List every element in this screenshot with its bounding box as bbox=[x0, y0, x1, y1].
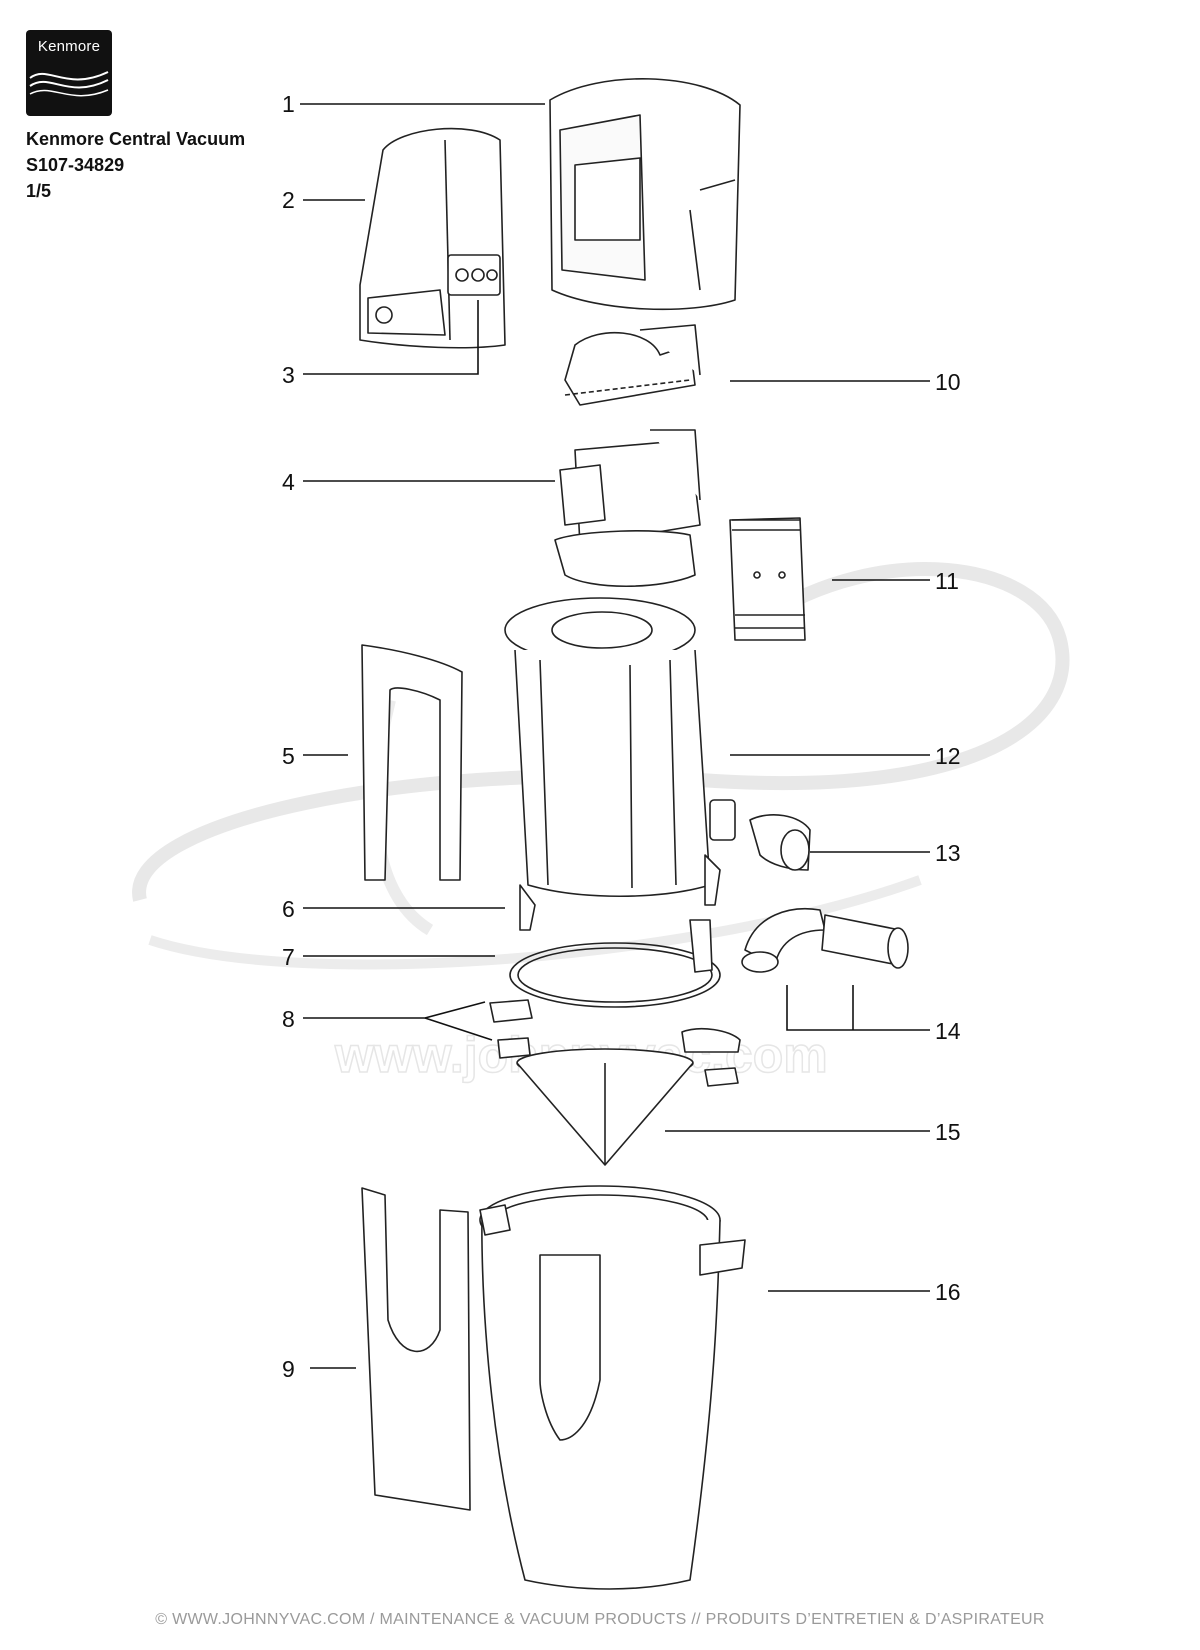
callout-8: 8 bbox=[282, 1006, 295, 1032]
callout-10: 10 bbox=[935, 369, 961, 395]
callout-4: 4 bbox=[282, 469, 295, 495]
callout-11: 11 bbox=[935, 568, 959, 594]
callout-numbers: 1 2 3 4 5 6 7 8 9 10 11 12 13 14 15 16 bbox=[282, 91, 961, 1382]
kenmore-logo: Kenmore bbox=[26, 30, 112, 116]
part-8-latch-right bbox=[681, 1028, 741, 1087]
callout-15: 15 bbox=[935, 1119, 961, 1145]
logo-wave-icon bbox=[29, 71, 109, 97]
part-15-filter-bag bbox=[516, 1048, 694, 1166]
part-9-side-panel bbox=[361, 1187, 471, 1511]
part-1-top-cover bbox=[549, 78, 741, 311]
callout-3: 3 bbox=[282, 362, 295, 388]
part-12-motor-housing bbox=[504, 597, 736, 898]
callout-12: 12 bbox=[935, 743, 961, 769]
callout-13: 13 bbox=[935, 840, 961, 866]
title-line-2: S107-34829 bbox=[26, 155, 125, 175]
callout-5: 5 bbox=[282, 743, 295, 769]
part-13-inlet bbox=[749, 814, 811, 871]
callout-14: 14 bbox=[935, 1018, 961, 1044]
logo-text: Kenmore bbox=[37, 38, 101, 55]
copyright-footer: © WWW.JOHNNYVAC.COM / MAINTENANCE & VACU… bbox=[155, 1611, 1045, 1628]
part-14-inlet-pipe bbox=[741, 908, 909, 973]
part-6-clamp bbox=[519, 854, 721, 931]
callout-7: 7 bbox=[282, 944, 295, 970]
part-8-latch-left bbox=[489, 999, 533, 1059]
part-10-motor-cap bbox=[564, 324, 701, 406]
part-11-wall-bracket bbox=[729, 517, 806, 641]
title-line-3: 1/5 bbox=[26, 181, 52, 201]
callout-16: 16 bbox=[935, 1279, 961, 1305]
leader-lines bbox=[300, 103, 930, 1369]
callout-2: 2 bbox=[282, 187, 295, 213]
title-line-1: Kenmore Central Vacuum bbox=[26, 129, 246, 149]
diagram-title: Kenmore Central Vacuum S107-34829 1/5 bbox=[26, 126, 245, 204]
part-4-motor bbox=[554, 429, 701, 588]
part-2-front-cover bbox=[359, 127, 506, 349]
part-7-gasket-ring bbox=[509, 919, 721, 1008]
callout-6: 6 bbox=[282, 896, 295, 922]
part-3-switch-plate bbox=[447, 254, 501, 296]
callout-9: 9 bbox=[282, 1356, 295, 1382]
part-5-side-panel bbox=[361, 644, 463, 881]
callout-1: 1 bbox=[282, 91, 295, 117]
part-16-canister bbox=[479, 1185, 746, 1590]
